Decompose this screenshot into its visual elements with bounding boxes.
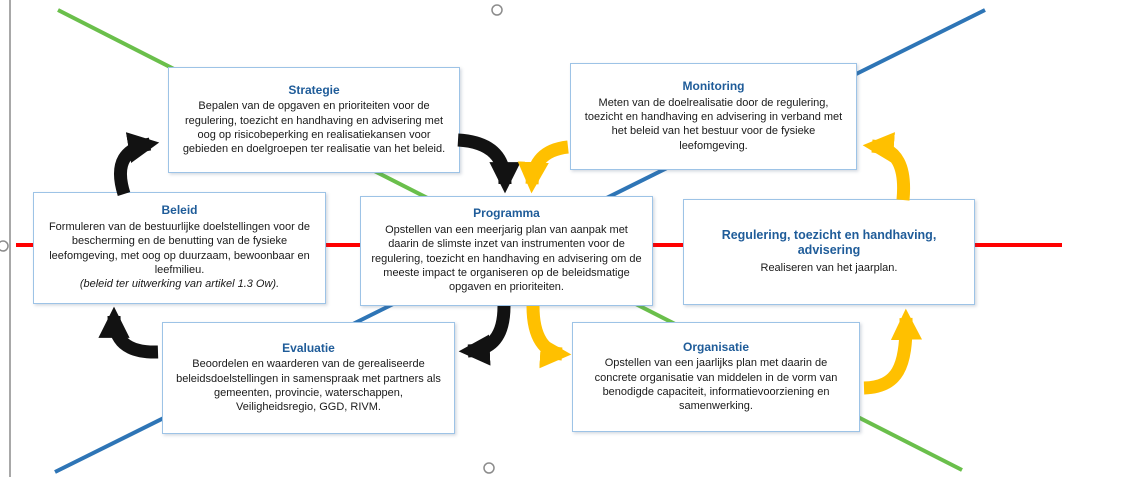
arrow-evaluatie-to-beleid (98, 306, 159, 359)
selection-handle-top[interactable] (491, 4, 503, 16)
box-strategie: Strategie Bepalen van de opgaven en prio… (168, 67, 460, 173)
box-programma-body: Opstellen van een meerjarig plan van aan… (371, 224, 642, 294)
arrow-beleid-to-strategie (113, 132, 160, 196)
box-beleid-body: Formuleren van de bestuurlijke doelstell… (48, 221, 311, 277)
box-evaluatie-body: Beoordelen en waarderen van de gerealise… (176, 358, 441, 414)
box-beleid-title: Beleid (161, 203, 198, 218)
box-beleid: Beleid Formuleren van de bestuurlijke do… (33, 192, 326, 304)
box-evaluatie-title: Evaluatie (282, 340, 335, 355)
box-programma-title: Programma (473, 206, 540, 221)
arrow-strategie-to-programma (457, 133, 521, 194)
selection-handle-left[interactable] (0, 240, 9, 252)
box-monitoring: Monitoring Meten van de doelrealisatie d… (570, 63, 857, 170)
arrow-programma-to-organisatie (526, 305, 572, 369)
box-organisatie-body: Opstellen van een jaarlijks plan met daa… (594, 357, 838, 413)
arrow-programma-to-evaluatie (458, 305, 511, 366)
box-evaluatie: Evaluatie Beoordelen en waarderen van de… (162, 322, 455, 434)
arrow-organisatie-to-regulering (863, 308, 923, 395)
box-monitoring-title: Monitoring (682, 79, 745, 93)
arrow-monitoring-to-programma (517, 140, 570, 194)
box-beleid-note: (beleid ter uitwerking van artikel 1.3 O… (79, 278, 280, 291)
selection-handle-bottom[interactable] (483, 462, 495, 474)
box-monitoring-body: Meten van de doelrealisatie door de regu… (584, 96, 843, 152)
box-regulering-title: Regulering, toezicht en handhaving, advi… (721, 228, 937, 257)
box-programma: Programma Opstellen van een meerjarig pl… (360, 196, 653, 306)
box-regulering: Regulering, toezicht en handhaving, advi… (683, 199, 975, 305)
box-regulering-body: Realiseren van het jaarplan. (760, 262, 898, 275)
box-strategie-body: Bepalen van de opgaven en prioriteiten v… (182, 100, 446, 156)
arrow-regulering-to-monitoring (862, 132, 911, 201)
box-strategie-title: Strategie (288, 82, 340, 97)
box-organisatie-title: Organisatie (682, 339, 750, 354)
box-organisatie: Organisatie Opstellen van een jaarlijks … (572, 322, 860, 432)
